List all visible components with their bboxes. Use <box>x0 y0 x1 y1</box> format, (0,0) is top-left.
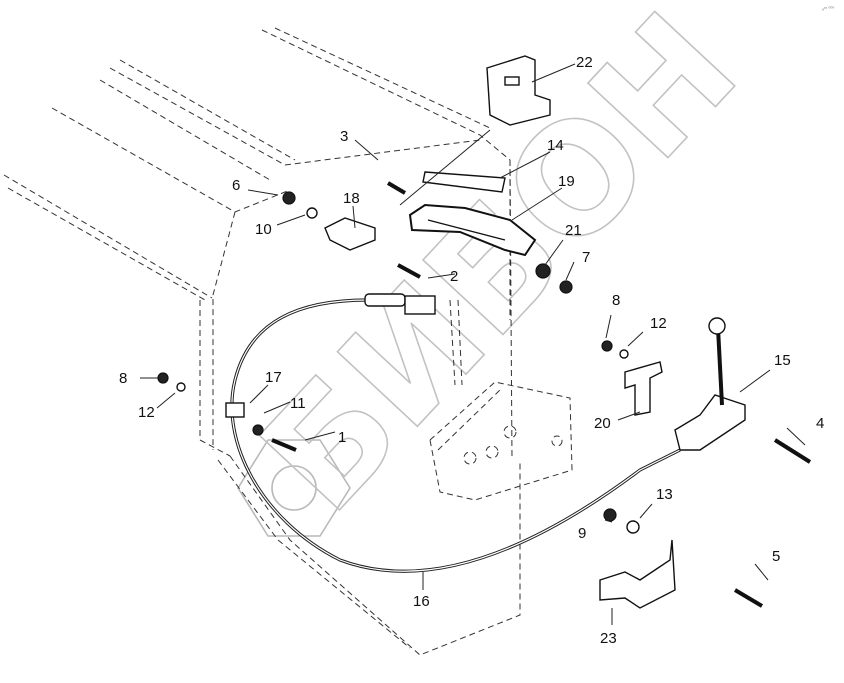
hexagon-nut-logo-icon <box>237 439 351 537</box>
callout-20: 20 <box>594 415 611 432</box>
cable-support-bracket-23 <box>599 539 676 609</box>
angle-bracket-22 <box>486 55 551 126</box>
control-cable <box>230 293 681 573</box>
hardware <box>157 181 812 608</box>
callout-18: 18 <box>343 190 360 207</box>
mounting-plate-20 <box>624 361 663 416</box>
callout-1: 1 <box>338 429 346 446</box>
nut-9-icon <box>603 508 617 522</box>
cable-clamp-17-icon <box>225 402 245 418</box>
bolt-1-icon <box>271 438 297 452</box>
callout-10: 10 <box>255 221 272 238</box>
callout-4: 4 <box>816 415 824 432</box>
corner-mark: ₈ᵐ ⁰⁰⁰ <box>822 6 834 12</box>
callout-19: 19 <box>558 173 575 190</box>
callout-23: 23 <box>600 630 617 647</box>
nut-8-icon <box>601 340 613 352</box>
callout-labels: 1 2 3 4 5 6 7 8 8 9 10 11 12 12 13 14 15… <box>119 54 824 647</box>
control-panel-outline <box>429 381 573 501</box>
callout-16: 16 <box>413 593 430 610</box>
lock-washer-12-icon <box>619 349 629 359</box>
callout-12-left: 12 <box>138 404 155 421</box>
washer-11-icon <box>252 424 264 436</box>
callout-8-left: 8 <box>119 370 127 387</box>
callout-5: 5 <box>772 548 780 565</box>
hex-bolt-4-icon <box>773 438 812 464</box>
cable-bracket-18 <box>324 217 376 251</box>
carriage-bolt-2-icon <box>397 263 421 279</box>
callout-7: 7 <box>582 249 590 266</box>
callout-17: 17 <box>265 369 282 386</box>
callout-13: 13 <box>656 486 673 503</box>
callout-2: 2 <box>450 268 458 285</box>
lock-washer-13-icon <box>626 520 640 534</box>
callout-3: 3 <box>340 128 348 145</box>
callout-11: 11 <box>290 395 306 412</box>
lock-nut-7-icon <box>559 280 573 294</box>
callout-8-right: 8 <box>612 292 620 309</box>
callout-14: 14 <box>547 137 564 154</box>
throttle-lever-15 <box>674 317 746 451</box>
nut-6-icon <box>282 191 296 205</box>
washer-10-icon <box>306 207 318 219</box>
watermark-logo-hole <box>271 465 317 511</box>
lock-washer-12-icon <box>176 382 186 392</box>
leader-lines <box>140 63 806 625</box>
callout-6: 6 <box>232 177 240 194</box>
callout-12-right: 12 <box>650 315 667 332</box>
callout-22: 22 <box>576 54 593 71</box>
callout-15: 15 <box>774 352 791 369</box>
callout-9: 9 <box>578 525 586 542</box>
spacer-21-icon <box>535 263 551 279</box>
hex-bolt-5-icon <box>733 588 764 608</box>
callout-21: 21 <box>565 222 582 239</box>
scale-decal-14 <box>422 171 506 193</box>
nut-8-icon <box>157 372 169 384</box>
bolt-3-icon <box>386 181 407 195</box>
slotted-guide-plate-19 <box>408 203 537 257</box>
